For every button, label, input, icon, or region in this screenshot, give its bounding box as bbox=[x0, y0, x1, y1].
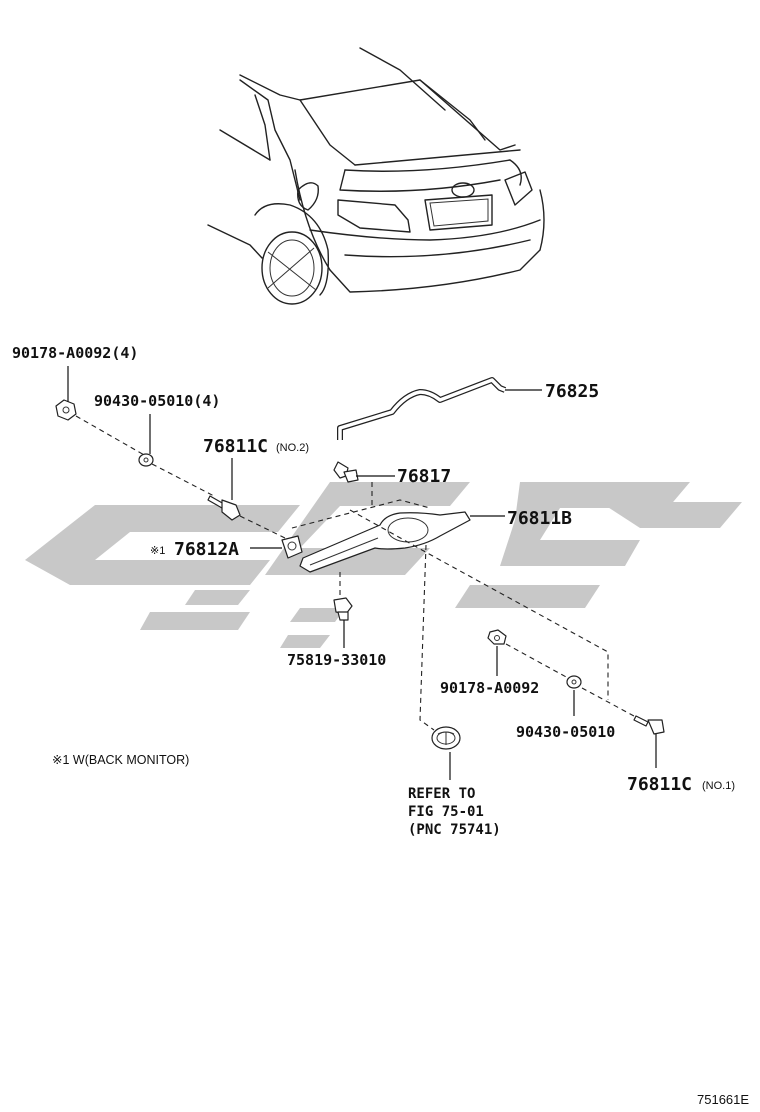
reference-line-3: (PNC 75741) bbox=[408, 822, 501, 838]
label-76812a-prefix: ※1 bbox=[150, 545, 165, 557]
label-90178-lower: 90178-A0092 bbox=[440, 679, 539, 697]
washer-lower-right bbox=[566, 675, 582, 689]
label-76811c-no1-sub: (NO.1) bbox=[702, 780, 735, 792]
washer-upper-left bbox=[138, 453, 154, 467]
toyota-emblem-icon bbox=[431, 726, 461, 750]
clip-75819 bbox=[333, 597, 353, 621]
reference-line-1: REFER TO bbox=[408, 786, 475, 802]
label-90430-lower: 90430-05010 bbox=[516, 723, 615, 741]
label-90430-upper: 90430-05010(4) bbox=[94, 392, 220, 410]
leader-lines bbox=[67, 366, 657, 780]
harness-76825 bbox=[337, 377, 507, 440]
label-76811b: 76811B bbox=[507, 508, 572, 529]
label-75819: 75819-33010 bbox=[287, 651, 386, 669]
label-76811c-no1: 76811C bbox=[627, 774, 692, 795]
figure-code: 751661E bbox=[697, 1092, 749, 1107]
footnote: ※1 W(BACK MONITOR) bbox=[52, 753, 189, 767]
camera-76812a bbox=[281, 535, 303, 559]
car-rear-illustration bbox=[207, 47, 545, 305]
label-76817: 76817 bbox=[397, 466, 451, 487]
reference-line-2: FIG 75-01 bbox=[408, 804, 484, 820]
stud-76811c-no1 bbox=[633, 715, 665, 735]
garnish-76811b bbox=[299, 511, 471, 573]
stud-76811c-no2 bbox=[207, 495, 241, 521]
brand-watermark-logo bbox=[25, 482, 742, 648]
nut-lower-right bbox=[487, 629, 507, 645]
label-90178-upper: 90178-A0092(4) bbox=[12, 344, 138, 362]
label-76812a: 76812A bbox=[174, 539, 239, 560]
label-76811c-no2-sub: (NO.2) bbox=[276, 442, 309, 454]
clip-76817 bbox=[333, 461, 359, 483]
label-76811c-no2: 76811C bbox=[203, 436, 268, 457]
label-76825: 76825 bbox=[545, 381, 599, 402]
nut-upper-left bbox=[55, 399, 77, 421]
assembly-lines bbox=[75, 415, 635, 731]
